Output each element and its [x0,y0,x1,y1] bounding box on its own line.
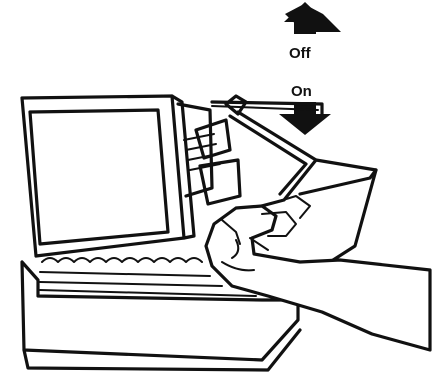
arrow-up-icon [284,2,341,34]
icemaker-door [22,96,194,256]
on-label: On [291,83,312,100]
off-label: Off [289,45,312,62]
ice-cubes [40,258,210,276]
